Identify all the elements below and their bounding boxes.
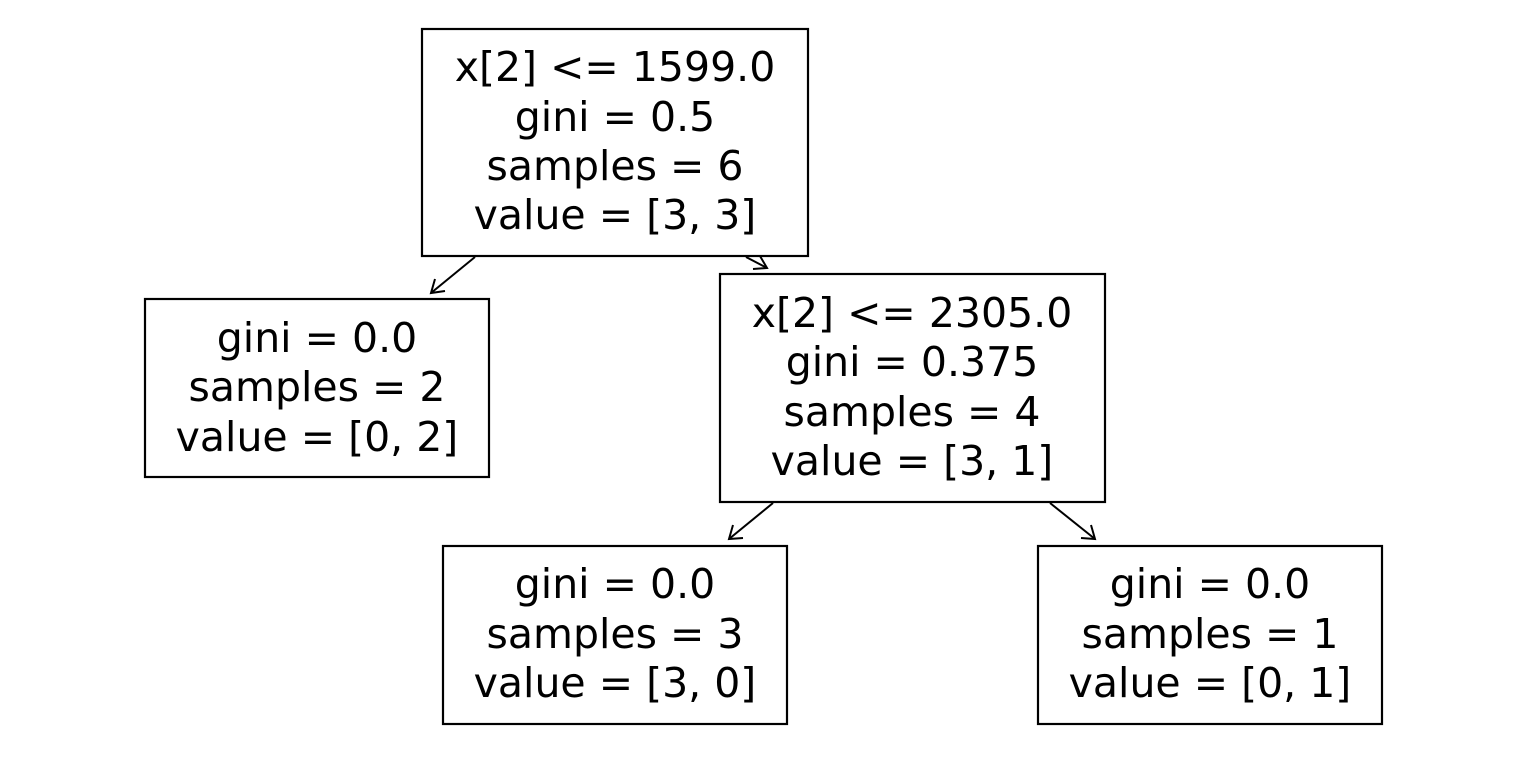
node-gini-text: gini = 0.0	[217, 314, 417, 362]
node-samples-text: samples = 2	[189, 363, 446, 411]
node-split-text: x[2] <= 1599.0	[455, 43, 776, 91]
edge-root-to-split-2	[745, 255, 769, 270]
node-split-text: x[2] <= 2305.0	[752, 289, 1073, 337]
node-samples-text: samples = 4	[784, 388, 1041, 436]
node-gini-text: gini = 0.0	[1110, 560, 1310, 608]
node-value-text: value = [3, 0]	[474, 659, 757, 707]
node-value-text: value = [0, 1]	[1069, 659, 1352, 707]
tree-node-leaf-3-0: gini = 0.0 samples = 3 value = [3, 0]	[441, 544, 789, 726]
node-gini-text: gini = 0.375	[786, 338, 1039, 386]
tree-node-leaf-0-1: gini = 0.0 samples = 1 value = [0, 1]	[1036, 544, 1384, 726]
node-gini-text: gini = 0.0	[515, 560, 715, 608]
edge-root-to-left-leaf	[429, 256, 476, 295]
node-value-text: value = [3, 1]	[771, 437, 1054, 485]
tree-node-root: x[2] <= 1599.0 gini = 0.5 samples = 6 va…	[420, 27, 810, 258]
tree-node-split-2: x[2] <= 2305.0 gini = 0.375 samples = 4 …	[718, 272, 1107, 504]
node-samples-text: samples = 6	[487, 142, 744, 190]
node-value-text: value = [0, 2]	[176, 413, 459, 461]
edge-split-2-to-leaf-0-1	[1049, 502, 1097, 541]
tree-node-left-leaf: gini = 0.0 samples = 2 value = [0, 2]	[143, 297, 491, 479]
node-samples-text: samples = 1	[1082, 610, 1339, 658]
node-value-text: value = [3, 3]	[474, 191, 757, 239]
node-gini-text: gini = 0.5	[515, 93, 715, 141]
node-samples-text: samples = 3	[487, 610, 744, 658]
edge-split-2-to-leaf-3-0	[727, 502, 774, 541]
